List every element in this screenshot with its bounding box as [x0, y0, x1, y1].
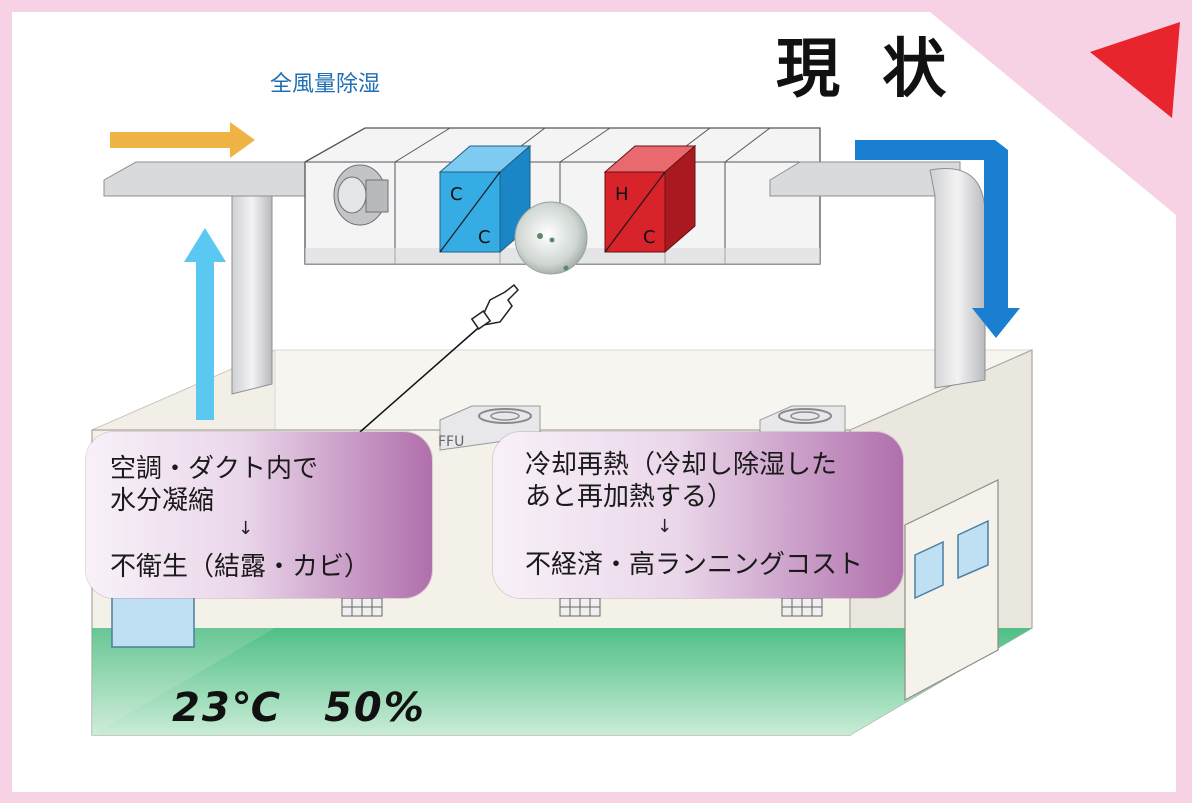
corner-triangle-icon: [1090, 22, 1180, 118]
fan-icon: [333, 164, 389, 226]
callout-right-result: 不経済・高ランニングコスト: [525, 550, 864, 580]
ffu-label: FFU: [438, 434, 464, 450]
page-title: 現 状: [776, 32, 957, 107]
callout-condensation: 空調・ダクト内で 水分凝縮 ↓ 不衛生（結露・カビ）: [86, 432, 432, 598]
floor-front: [92, 628, 850, 735]
mold-dot: [537, 233, 543, 239]
outside-air-arrow: [110, 122, 255, 158]
diffuser-grille-icon: [559, 597, 601, 617]
return-air-arrow: [184, 228, 226, 420]
side-window: [111, 594, 195, 648]
pointing-hand-icon: [470, 283, 520, 330]
pointer-line: [359, 321, 486, 433]
mold-dot: [563, 265, 569, 271]
diffuser-grille-icon: [781, 597, 823, 617]
room-condition: 23℃ 50%: [172, 685, 426, 731]
supply-air-arrow: [855, 140, 1020, 338]
callout-left-result: 不衛生（結露・カビ）: [110, 552, 371, 582]
mold-dot: [549, 237, 555, 243]
cooling-coil-label-bottom: C: [478, 227, 491, 248]
door-window-left: [914, 540, 944, 600]
cooling-coil: [438, 144, 532, 254]
callout-left-line1: 空調・ダクト内で: [110, 454, 319, 484]
return-duct-vertical: [231, 195, 273, 395]
callout-right-arrow: ↓: [657, 516, 673, 537]
callout-reheat: 冷却再熱（冷却し除湿した あと再加熱する） ↓ 不経済・高ランニングコスト: [493, 432, 903, 598]
callout-left-arrow: ↓: [238, 518, 254, 539]
diagram-subtitle: 全風量除湿: [270, 72, 381, 97]
heating-coil: [603, 144, 697, 254]
callout-right-line1: 冷却再熱（冷却し除湿した: [525, 450, 838, 480]
heating-coil-label-top: H: [615, 184, 629, 205]
callout-left-line2: 水分凝縮: [110, 486, 215, 516]
heating-coil-label-bottom: C: [643, 227, 656, 248]
cooling-coil-label-top: C: [450, 184, 463, 205]
supply-duct-elbow: [929, 168, 986, 389]
return-duct-horizontal: [103, 161, 306, 197]
callout-right-line2: あと再加熱する）: [525, 482, 734, 512]
diffuser-grille-icon: [341, 597, 383, 617]
door-window-right: [957, 519, 989, 580]
